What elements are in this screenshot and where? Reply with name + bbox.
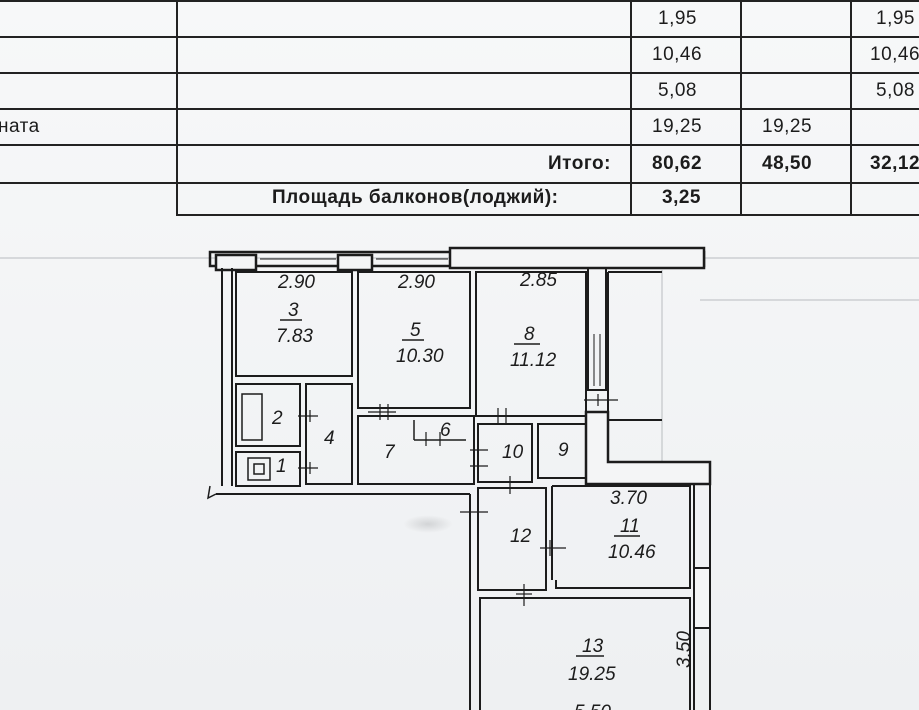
room-6-number: 6 <box>440 420 451 441</box>
total-living-value: 48,50 <box>762 153 813 174</box>
row-total-area: 10,46 <box>652 44 703 65</box>
row-aux-area: 1,95 <box>876 8 915 29</box>
table-line <box>0 182 919 184</box>
room-1-number: 1 <box>276 456 287 477</box>
room-9-number: 9 <box>558 440 569 461</box>
total-area-value: 80,62 <box>652 153 703 174</box>
room-8-area: 11.12 <box>510 350 557 371</box>
table-line <box>176 0 178 216</box>
room-13-area: 19.25 <box>568 664 616 685</box>
balcony-label: Площадь балконов(лоджий): <box>272 187 559 208</box>
table-line <box>0 144 919 146</box>
walls <box>207 246 712 710</box>
room-11-number: 11 <box>620 516 640 537</box>
table-line <box>176 214 919 216</box>
row-total-area: 19,25 <box>652 116 703 137</box>
room-12-number: 12 <box>510 526 532 547</box>
table-line <box>0 0 919 2</box>
row-room-name: ната <box>0 116 40 137</box>
room-10-number: 10 <box>502 442 524 463</box>
total-label: Итого: <box>548 153 611 174</box>
room-8-dim: 2.85 <box>519 270 557 291</box>
room-7-number: 7 <box>384 442 396 463</box>
room-11-dim: 3.70 <box>610 488 647 509</box>
room-2-number: 2 <box>271 408 283 429</box>
table-line <box>740 0 742 216</box>
row-aux-area: 5,08 <box>876 80 915 101</box>
room-labels: 2.90 3 7.83 2.90 5 10.30 2.85 8 11.12 2 … <box>271 270 695 710</box>
room-8-number: 8 <box>524 324 535 345</box>
row-living-area: 19,25 <box>762 116 813 137</box>
table-line <box>630 0 632 216</box>
room-3-number: 3 <box>288 300 299 321</box>
room-11-area: 10.46 <box>608 542 656 563</box>
window-block <box>336 253 374 272</box>
table-line <box>850 0 852 216</box>
row-total-area: 1,95 <box>658 8 697 29</box>
balcony-value: 3,25 <box>662 187 701 208</box>
row-total-area: 5,08 <box>658 80 697 101</box>
wall-block <box>448 246 706 270</box>
area-table: 1,95 1,95 10,46 10,46 5,08 5,08 ната 19,… <box>0 0 919 216</box>
room-13-number: 13 <box>582 636 604 657</box>
table-line <box>0 108 919 110</box>
row-aux-area: 10,46 <box>870 44 919 65</box>
room-3-dim: 2.90 <box>277 272 315 293</box>
room-4-number: 4 <box>324 428 335 449</box>
room-13-dim: 3.50 <box>674 631 695 668</box>
room-3-area: 7.83 <box>276 326 313 347</box>
table-line <box>0 72 919 74</box>
total-aux-value: 32,12 <box>870 153 919 174</box>
room-13-width: 5.50 <box>574 702 611 710</box>
guide-lines <box>0 257 919 470</box>
room-5-area: 10.30 <box>396 346 444 367</box>
smudge <box>403 515 453 533</box>
room-5-number: 5 <box>410 320 421 341</box>
table-line <box>0 36 919 38</box>
room-5-dim: 2.90 <box>397 272 435 293</box>
window-block <box>214 253 258 272</box>
